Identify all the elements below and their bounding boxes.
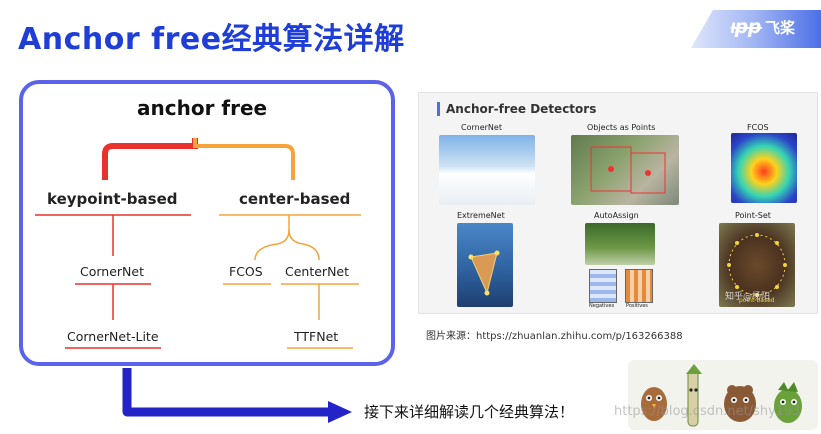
leaf-ttfnet: TTFNet	[294, 329, 339, 344]
center-fork-left	[254, 215, 290, 261]
image-extremenet	[457, 223, 513, 307]
paddle-logo: ᵼᵽᵽ 飞桨	[730, 16, 795, 39]
image-source-note: 图片来源：https://zhuanlan.zhihu.com/p/163266…	[426, 331, 683, 342]
autoassign-negatives-label: Negatives	[589, 303, 615, 309]
branch-keypoint-label: keypoint-based	[47, 190, 178, 208]
leaf-centernet: CenterNet	[285, 264, 350, 279]
caption-objects-as-points: Objects as Points	[587, 123, 656, 132]
mascot-area	[628, 360, 818, 430]
image-cornernet	[439, 135, 535, 205]
point-set-overlay	[727, 233, 787, 297]
caption-fcos: FCOS	[747, 123, 769, 132]
detectors-figure: Anchor-free Detectors CornerNet Objects …	[418, 92, 818, 314]
caption-cornernet: CornerNet	[461, 123, 502, 132]
leaf-fcos: FCOS	[229, 264, 263, 279]
image-objects-as-points	[571, 135, 679, 205]
paddle-logo-name: 飞桨	[764, 19, 795, 37]
center-points-overlay	[590, 146, 666, 194]
pointset-sub-label: point-based	[739, 297, 775, 304]
caption-extremenet: ExtremeNet	[457, 211, 505, 220]
extreme-points-overlay	[468, 250, 500, 296]
tree-connectors	[35, 138, 361, 349]
brand-banner	[691, 10, 821, 48]
figure-title: Anchor-free Detectors	[437, 102, 596, 116]
image-autoassign	[585, 223, 655, 265]
tree-root-label: anchor free	[137, 96, 268, 120]
autoassign-positives-grid	[625, 269, 653, 303]
autoassign-positives-label: Positives	[626, 303, 648, 309]
branch-center-label: center-based	[239, 190, 351, 208]
center-bracket-line	[193, 138, 295, 180]
mascot-characters	[641, 364, 802, 427]
paddle-logo-icon: ᵼᵽᵽ	[730, 16, 762, 38]
blog-watermark: https://blog.csdn.net/shy193	[614, 404, 801, 419]
caption-pointset: Point-Set	[735, 211, 771, 220]
image-fcos	[731, 133, 797, 203]
keypoint-bracket-line	[102, 138, 198, 180]
page-title: Anchor free经典算法详解	[18, 22, 405, 57]
center-fork-right	[288, 229, 320, 261]
anchor-free-tree-panel: anchor free keypoint-based center-based …	[19, 80, 395, 366]
leaf-cornernet-lite: CornerNet-Lite	[67, 329, 159, 344]
leaf-cornernet: CornerNet	[80, 264, 144, 279]
next-section-text: 接下来详细解读几个经典算法！	[364, 403, 575, 421]
caption-autoassign: AutoAssign	[594, 211, 639, 220]
image-pointset: point-based	[719, 223, 795, 307]
figure-inner-watermark: 知乎@杨阳	[725, 292, 771, 302]
autoassign-negatives-grid	[589, 269, 617, 303]
